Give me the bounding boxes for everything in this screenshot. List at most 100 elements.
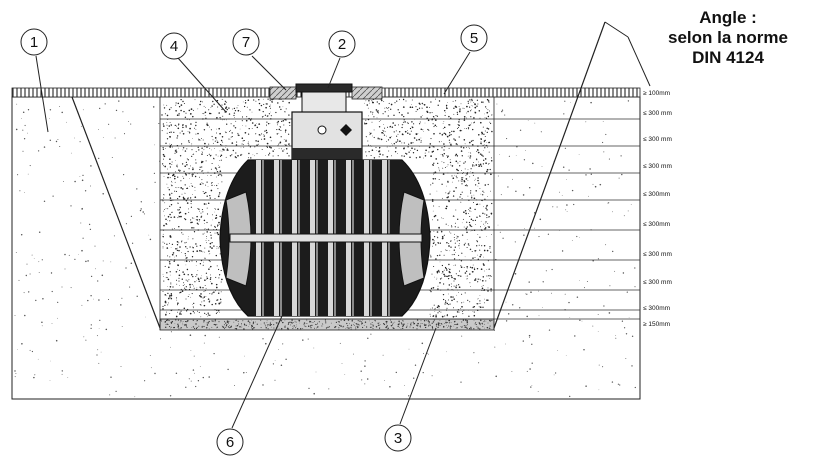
- speckle-dot: [267, 122, 270, 125]
- speckle-dot: [93, 298, 94, 300]
- callout-5: 5: [460, 24, 488, 52]
- speckle-dot: [285, 144, 287, 146]
- speckle-dot: [470, 286, 471, 287]
- speckle-dot: [216, 265, 218, 267]
- speckle-dot: [387, 115, 389, 117]
- speckle-dot: [249, 119, 252, 121]
- speckle-dot: [35, 299, 37, 302]
- speckle-dot: [469, 282, 471, 284]
- callout-6-label: 6: [226, 434, 234, 451]
- speckle-dot: [489, 110, 490, 112]
- speckle-dot: [210, 265, 212, 268]
- speckle-dot: [242, 125, 243, 126]
- speckle-dot: [242, 101, 244, 103]
- callout-1-label: 1: [30, 34, 38, 51]
- speckle-dot: [449, 161, 452, 164]
- speckle-dot: [188, 119, 190, 121]
- speckle-dot: [371, 135, 373, 137]
- speckle-dot: [403, 115, 405, 118]
- speckle-dot: [334, 326, 336, 329]
- speckle-dot: [214, 167, 217, 169]
- speckle-dot: [226, 123, 228, 125]
- speckle-dot: [169, 143, 171, 145]
- speckle-dot: [398, 131, 401, 133]
- speckle-dot: [196, 215, 198, 218]
- speckle-dot: [210, 225, 212, 227]
- speckle-dot: [270, 104, 271, 106]
- speckle-dot: [223, 328, 225, 330]
- speckle-dot: [486, 299, 488, 301]
- speckle-dot: [23, 138, 26, 140]
- speckle-dot: [179, 206, 181, 209]
- speckle-dot: [466, 117, 467, 119]
- speckle-dot: [385, 131, 387, 133]
- speckle-dot: [448, 115, 450, 118]
- speckle-dot: [446, 165, 448, 167]
- speckle-dot: [187, 248, 188, 250]
- speckle-dot: [472, 128, 474, 131]
- speckle-dot: [170, 331, 172, 333]
- speckle-dot: [371, 149, 374, 151]
- speckle-dot: [407, 112, 409, 114]
- speckle-dot: [280, 129, 282, 131]
- speckle-dot: [602, 366, 604, 368]
- speckle-dot: [432, 238, 434, 241]
- speckle-dot: [443, 132, 446, 135]
- speckle-dot: [357, 326, 359, 329]
- callout-5-label: 5: [470, 30, 478, 47]
- speckle-dot: [456, 127, 459, 129]
- speckle-dot: [203, 342, 205, 344]
- speckle-dot: [456, 327, 458, 329]
- speckle-dot: [175, 297, 178, 299]
- speckle-dot: [214, 303, 217, 305]
- speckle-dot: [216, 323, 218, 325]
- speckle-dot: [477, 281, 479, 283]
- speckle-dot: [490, 320, 492, 322]
- speckle-dot: [214, 321, 216, 323]
- speckle-dot: [461, 234, 464, 236]
- speckle-dot: [211, 135, 213, 138]
- speckle-dot: [266, 125, 267, 127]
- speckle-dot: [466, 321, 469, 324]
- speckle-dot: [459, 165, 461, 167]
- speckle-dot: [542, 281, 544, 283]
- speckle-dot: [486, 111, 489, 114]
- speckle-dot: [218, 167, 220, 168]
- speckle-dot: [433, 146, 435, 148]
- speckle-dot: [193, 167, 194, 169]
- speckle-dot: [487, 163, 489, 165]
- speckle-dot: [196, 222, 199, 224]
- speckle-dot: [458, 136, 460, 138]
- speckle-dot: [284, 111, 286, 113]
- speckle-dot: [162, 246, 164, 248]
- speckle-dot: [368, 100, 370, 102]
- speckle-dot: [486, 206, 488, 208]
- speckle-dot: [448, 284, 451, 286]
- speckle-dot: [480, 268, 483, 271]
- speckle-dot: [111, 157, 113, 158]
- speckle-dot: [454, 139, 457, 141]
- speckle-dot: [419, 121, 421, 123]
- speckle-dot: [393, 322, 395, 324]
- speckle-dot: [187, 274, 189, 276]
- speckle-dot: [418, 138, 421, 141]
- speckle-dot: [102, 137, 104, 138]
- speckle-dot: [446, 314, 448, 317]
- speckle-dot: [469, 224, 472, 227]
- speckle-dot: [166, 132, 168, 134]
- speckle-dot: [269, 122, 271, 124]
- layer-label: ≤ 300 mm: [643, 110, 672, 117]
- speckle-dot: [483, 140, 486, 142]
- speckle-dot: [370, 333, 372, 335]
- speckle-dot: [179, 293, 181, 294]
- speckle-dot: [581, 320, 583, 322]
- speckle-dot: [373, 136, 375, 139]
- speckle-dot: [439, 278, 442, 280]
- speckle-dot: [359, 320, 361, 322]
- speckle-dot: [255, 321, 256, 323]
- speckle-dot: [623, 327, 626, 329]
- speckle-dot: [423, 131, 425, 133]
- speckle-dot: [463, 301, 465, 303]
- speckle-dot: [455, 175, 457, 177]
- speckle-dot: [177, 326, 179, 328]
